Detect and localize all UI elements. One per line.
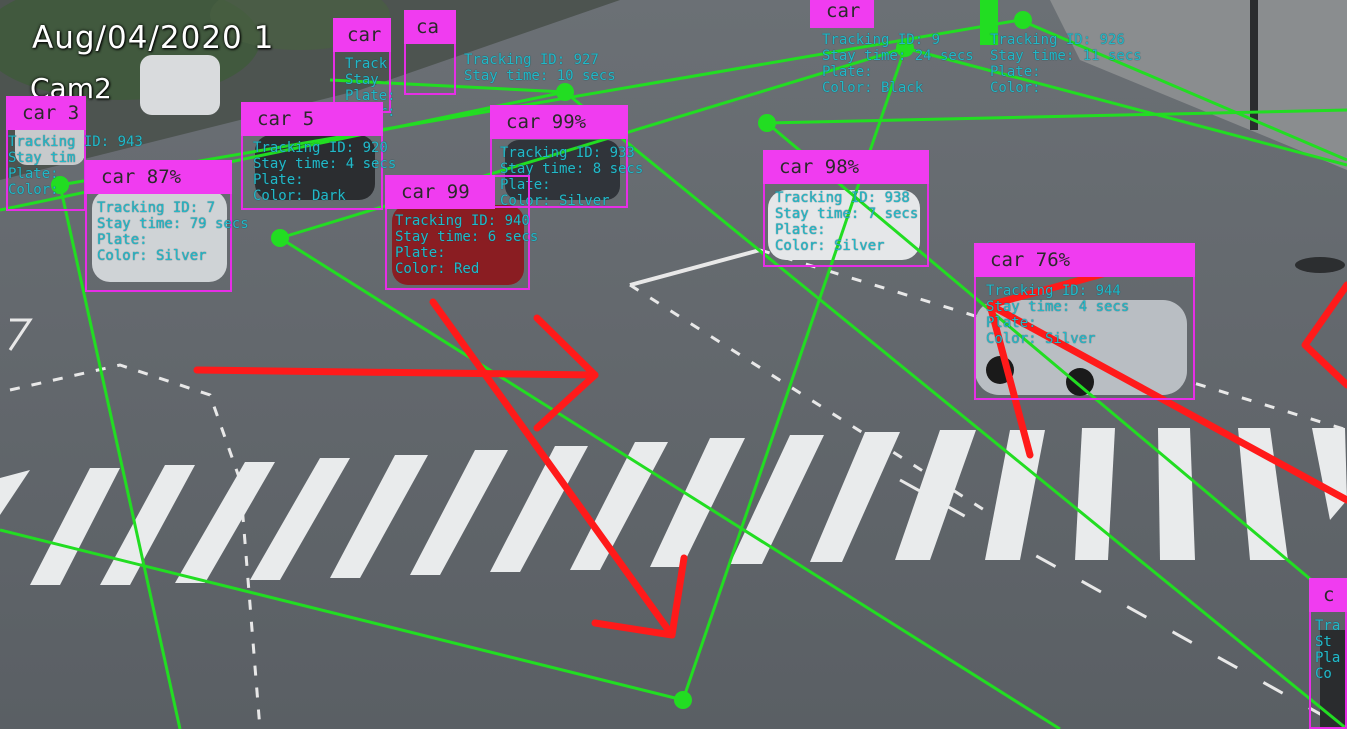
detection-label: car 76%	[974, 243, 1195, 277]
detection-box[interactable]: car 99 Tracking ID: 940 Stay time: 6 sec…	[385, 175, 538, 290]
manhole	[1295, 257, 1345, 273]
tracking-id: Tracking ID: 938	[775, 190, 910, 206]
detection-info: Tracking ID: 938 Stay time: 7 secs Plate…	[775, 190, 918, 254]
stay-time: Stay time: 10 secs	[464, 68, 616, 84]
stay-time: Stay time: 79 secs	[97, 216, 249, 232]
plate: Plate:	[97, 232, 148, 248]
color: Color: Silver	[775, 238, 885, 254]
detection-label: car 99%	[490, 105, 628, 139]
tracking-id: Track	[345, 56, 388, 72]
detection-info: Tracking ID: 926 Stay time: 11 secs Plat…	[990, 32, 1142, 96]
tracking-id: Tracking ID: 9	[822, 32, 941, 48]
color: Color: Silver	[500, 193, 610, 209]
detection-box[interactable]: car Track Stay Plate: Color:	[333, 18, 396, 120]
stay-time: Stay tim	[8, 150, 76, 166]
plate: Plate:	[500, 177, 551, 193]
detection-info: Tracking ID: 9 Stay time: 24 secs Plate:…	[822, 32, 974, 96]
timestamp-overlay: Aug/04/2020 1	[32, 20, 275, 56]
detection-label: car 99	[385, 175, 495, 209]
crosswalk	[0, 428, 1347, 585]
pole	[1250, 0, 1258, 130]
detection-info: Tracking ID: 920 Stay time: 4 secs Plate…	[253, 140, 396, 204]
plate: Plate:	[775, 222, 826, 238]
detection-label: car 98%	[763, 150, 929, 184]
tracking-id: Tracking ID: 943	[8, 134, 143, 150]
stay-time: Stay time: 11 secs	[990, 48, 1142, 64]
stay-time: Stay time: 7 secs	[775, 206, 919, 222]
lane-line	[759, 248, 1347, 432]
plate: Plate:	[990, 64, 1041, 80]
stay-time: Stay time: 8 secs	[500, 161, 644, 177]
color: Color: Black	[822, 80, 924, 96]
color: Color: Silver	[97, 248, 207, 264]
tracking-id: Tracking ID: 940	[395, 213, 530, 229]
tracking-id: Tracking ID: 927	[464, 52, 599, 68]
detection-info: Tracking ID: 7 Stay time: 79 secs Plate:…	[97, 200, 249, 264]
stay-time: Stay time: 6 secs	[395, 229, 539, 245]
detection-label: car 3	[6, 96, 86, 130]
plate: Plate:	[345, 88, 396, 104]
detection-info: Tra St Pla Co	[1315, 618, 1340, 682]
detection-info: Tracking ID: 944 Stay time: 4 secs Plate…	[986, 283, 1129, 347]
plate: Plate:	[395, 245, 446, 261]
detection-box[interactable]: car 98% Tracking ID: 938 Stay time: 7 se…	[763, 150, 929, 267]
detection-label: car	[810, 0, 874, 28]
tracking-id: Tracking ID: 933	[500, 145, 635, 161]
stay-time: Stay time: 4 secs	[253, 156, 397, 172]
plate: Plate:	[822, 64, 873, 80]
color: Color:	[990, 80, 1041, 96]
detection-box[interactable]: ca Tracking ID: 927 Stay time: 10 secs	[404, 10, 616, 95]
detection-label: c	[1309, 578, 1347, 612]
color: Color: Silver	[986, 331, 1096, 347]
tracking-id: Tracking ID: 926	[990, 32, 1125, 48]
stay-time: Stay	[345, 72, 379, 88]
detection-box[interactable]: car 76% Tracking ID: 944 Stay time: 4 se…	[974, 243, 1195, 400]
detection-label: ca	[404, 10, 456, 44]
detection-box[interactable]: Tracking ID: 926 Stay time: 11 secs Plat…	[990, 30, 1190, 100]
lane-line	[629, 248, 761, 287]
detection-label: car	[333, 18, 391, 52]
detection-box[interactable]: car 87% Tracking ID: 7 Stay time: 79 sec…	[85, 160, 249, 292]
tracking-points	[51, 0, 1032, 709]
detection-label: car 5	[241, 102, 383, 136]
tracking-id: Tracking ID: 944	[986, 283, 1121, 299]
tracking-id: Tra	[1315, 618, 1341, 634]
detection-info: Tracking ID: 927 Stay time: 10 secs	[464, 52, 616, 84]
direction-arrows	[193, 261, 1347, 639]
detection-box[interactable]: car Tracking ID: 9 Stay time: 24 secs Pl…	[810, 0, 974, 96]
plate: Plate:	[253, 172, 304, 188]
detection-box[interactable]: c Tra St Pla Co	[1309, 578, 1347, 729]
color: Color: Red	[395, 261, 480, 277]
color: Co	[1315, 666, 1332, 682]
plate: Plate:	[986, 315, 1037, 331]
detection-box[interactable]: car 99% Tracking ID: 933 Stay time: 8 se…	[490, 105, 643, 209]
detection-label: car 87%	[85, 160, 232, 194]
color: Color:	[8, 182, 59, 198]
stay-time: Stay time: 4 secs	[986, 299, 1130, 315]
lane-line	[899, 478, 1347, 729]
lane-line	[8, 318, 33, 351]
plate: Plate:	[8, 166, 59, 182]
tracking-id: Tracking ID: 920	[253, 140, 388, 156]
stay-time: Stay time: 24 secs	[822, 48, 974, 64]
tracking-id: Tracking ID: 7	[97, 200, 216, 216]
detection-info: Tracking ID: 943 Stay tim Plate: Color:	[8, 134, 143, 198]
color: Color: Dark	[253, 188, 346, 204]
detection-info: Tracking ID: 933 Stay time: 8 secs Plate…	[500, 145, 643, 209]
detection-box[interactable]: car 5 Tracking ID: 920 Stay time: 4 secs…	[241, 102, 396, 210]
detection-info: Tracking ID: 940 Stay time: 6 secs Plate…	[395, 213, 538, 277]
lane-line	[9, 363, 262, 729]
plate: Pla	[1315, 650, 1341, 666]
detection-box[interactable]: car 3 Tracking ID: 943 Stay tim Plate: C…	[6, 96, 143, 211]
stay-time: St	[1315, 634, 1332, 650]
